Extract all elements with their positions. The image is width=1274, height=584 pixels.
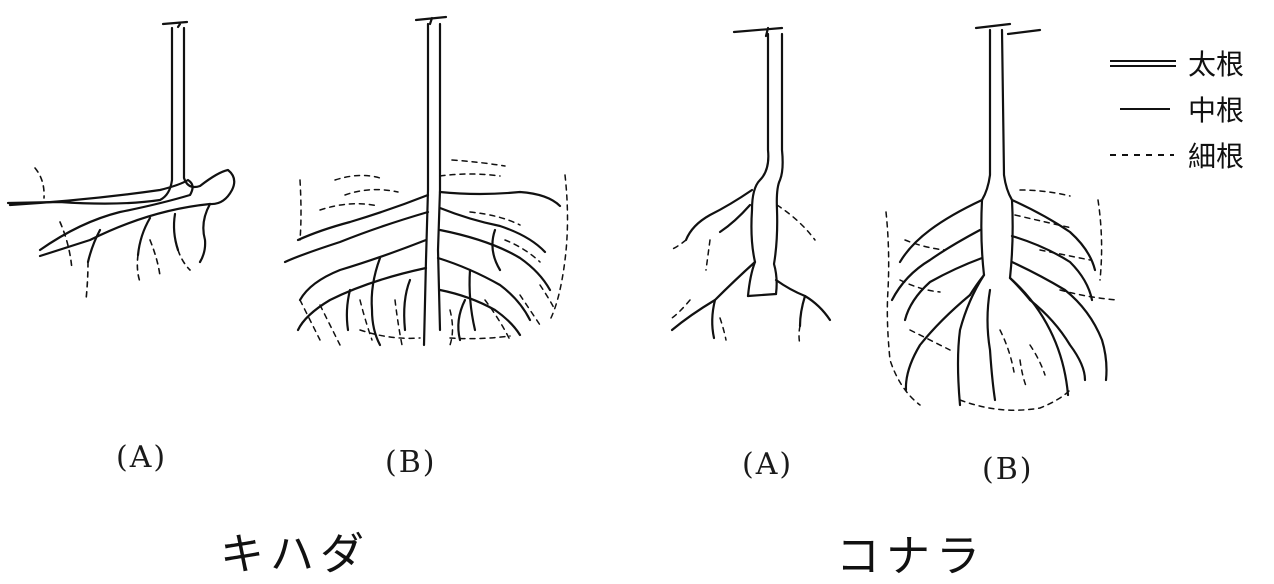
legend-item-medium-root: 中根 xyxy=(1108,86,1268,132)
legend-label: 細根 xyxy=(1188,135,1244,175)
konara-species-name: コナラ xyxy=(836,520,986,584)
solid-line-icon xyxy=(1108,99,1178,119)
konara-b-label: (B) xyxy=(982,452,1033,487)
konara-a-root-system xyxy=(670,28,830,345)
legend-label: 太根 xyxy=(1188,43,1244,83)
root-diagram xyxy=(0,0,1274,571)
kihada-species-name: キハダ xyxy=(220,518,370,582)
double-line-icon xyxy=(1108,53,1178,73)
dashed-line-icon xyxy=(1108,145,1178,165)
kihada-b-label: (B) xyxy=(385,445,436,480)
kihada-a-root-system xyxy=(8,22,234,300)
kihada-b-root-system xyxy=(285,17,568,345)
kihada-a-label: (A) xyxy=(116,440,167,475)
legend-item-thick-root: 太根 xyxy=(1108,40,1268,86)
legend-item-fine-root: 細根 xyxy=(1108,132,1268,178)
legend: 太根 中根 細根 xyxy=(1108,40,1268,178)
legend-label: 中根 xyxy=(1188,89,1244,129)
konara-b-root-system xyxy=(886,24,1118,410)
konara-a-label: (A) xyxy=(742,447,793,482)
